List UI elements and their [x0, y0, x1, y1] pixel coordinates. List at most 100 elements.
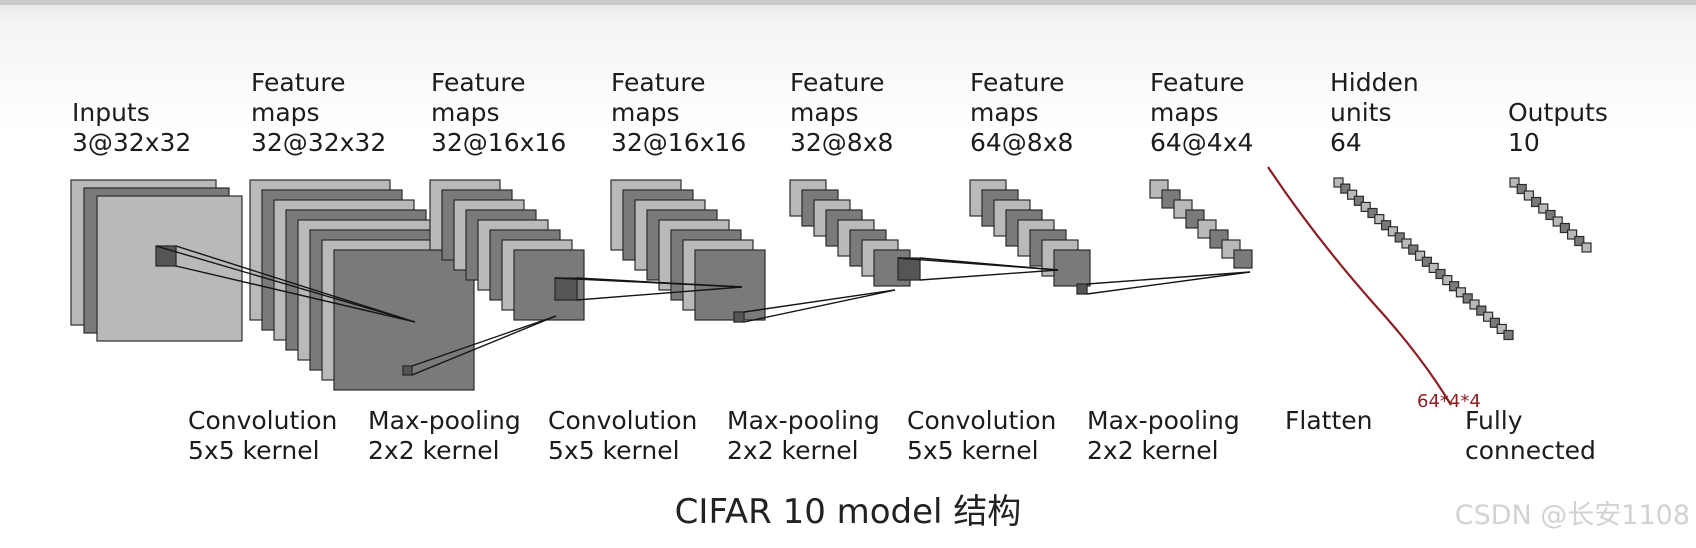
feature-map-plane — [1469, 299, 1480, 310]
feature-map-plane — [1442, 275, 1453, 286]
feature-map-plane — [1559, 222, 1571, 234]
stack-conv-3 — [969, 179, 1091, 287]
layer-title-line: 64 — [1330, 128, 1362, 157]
layer-title-line: maps — [611, 98, 680, 127]
feature-map-plane — [1360, 201, 1371, 212]
receptive-field-patch — [1076, 283, 1088, 295]
layer-title-line: Feature — [251, 68, 346, 97]
layer-title-line: Feature — [970, 68, 1065, 97]
kernel-projection-line — [743, 289, 896, 323]
layer-title-line: Outputs — [1508, 98, 1608, 127]
layer-title-line: Feature — [431, 68, 526, 97]
feature-map-plane — [1340, 183, 1351, 194]
kernel-connection-lines — [155, 245, 1251, 376]
layer-title-inputs: Inputs 3@32x32 — [72, 98, 191, 158]
flatten-size-annotation: 64*4*4 — [1417, 391, 1481, 412]
layer-title-line: maps — [1150, 98, 1219, 127]
op-label-max-pooling-2: Max-pooling 2x2 kernel — [727, 406, 880, 466]
feature-map-plane — [1387, 226, 1399, 237]
feature-map-plane — [1545, 209, 1556, 221]
feature-map-plane — [1566, 229, 1578, 240]
flatten-annotation-stroke — [1267, 166, 1452, 406]
feature-map-plane — [1401, 238, 1412, 249]
kernel-projection-line — [554, 277, 743, 288]
op-label-line: 5x5 kernel — [907, 436, 1039, 465]
layer-title-line: 10 — [1508, 128, 1540, 157]
op-label-max-pooling-3: Max-pooling 2x2 kernel — [1087, 406, 1240, 466]
figure-caption: CIFAR 10 model 结构 — [674, 492, 1022, 532]
layer-title-line: 3@32x32 — [72, 128, 192, 157]
stack-conv-1 — [249, 179, 475, 391]
receptive-field-patch — [733, 311, 745, 323]
window-top-edge — [0, 0, 1696, 5]
layer-title-feature-maps-5: Feature maps 64@8x8 — [970, 68, 1073, 158]
kernel-projection-line — [897, 257, 1059, 271]
op-label-line: Flatten — [1285, 406, 1373, 435]
feature-map-plane — [1503, 329, 1514, 341]
op-label-line: Max-pooling — [368, 406, 521, 435]
feature-map-plane — [1380, 220, 1392, 231]
kernel-projection-line — [1086, 271, 1251, 285]
op-label-max-pooling-1: Max-pooling 2x2 kernel — [368, 406, 521, 466]
feature-map-stacks — [70, 177, 1592, 391]
layer-title-line: maps — [431, 98, 500, 127]
layer-title-line: maps — [251, 98, 320, 127]
feature-map-plane — [96, 195, 243, 342]
feature-map-plane — [1353, 195, 1365, 206]
stack-pool-3 — [1149, 179, 1253, 269]
op-label-line: connected — [1465, 436, 1596, 465]
layer-title-outputs: Outputs 10 — [1508, 98, 1608, 158]
feature-map-plane — [1496, 323, 1507, 334]
op-label-line: Max-pooling — [1087, 406, 1240, 435]
op-label-line: Fully — [1465, 406, 1523, 435]
op-label-line: Convolution — [188, 406, 338, 435]
stack-pool-2 — [789, 179, 911, 287]
feature-map-plane — [1367, 207, 1378, 219]
layer-title-feature-maps-1: Feature maps 32@32x32 — [251, 68, 386, 158]
feature-map-plane — [1538, 203, 1549, 214]
feature-map-plane — [1435, 268, 1446, 280]
feature-map-plane — [1523, 190, 1535, 201]
kernel-projection-line — [175, 265, 416, 323]
stack-hidden-units — [1333, 177, 1514, 341]
kernel-projection-line — [1086, 271, 1251, 295]
layer-title-line: units — [1330, 98, 1392, 127]
feature-map-plane — [1462, 293, 1473, 304]
layer-title-line: Feature — [790, 68, 885, 97]
feature-map-plane — [1408, 244, 1419, 255]
feature-map-plane — [1421, 256, 1433, 267]
layer-title-feature-maps-4: Feature maps 32@8x8 — [790, 68, 893, 158]
feature-map-plane — [1489, 317, 1501, 328]
layer-title-line: 64@4x4 — [1150, 128, 1254, 157]
op-label-line: 2x2 kernel — [368, 436, 500, 465]
layer-title-feature-maps-6: Feature maps 64@4x4 — [1150, 68, 1253, 158]
kernel-projection-line — [175, 245, 416, 323]
layer-title-line: Feature — [1150, 68, 1245, 97]
receptive-field-patch — [402, 365, 413, 376]
op-label-line: 5x5 kernel — [548, 436, 680, 465]
feature-map-plane — [1448, 281, 1460, 292]
layer-title-line: Feature — [611, 68, 706, 97]
receptive-field-patch — [554, 277, 578, 301]
layer-title-line: 32@16x16 — [431, 128, 567, 157]
kernel-projection-line — [411, 315, 557, 376]
stack-conv-2 — [610, 179, 766, 321]
feature-map-plane — [1516, 183, 1527, 195]
op-label-convolution-1: Convolution 5x5 kernel — [188, 406, 337, 466]
feature-map-plane — [1581, 242, 1592, 253]
csdn-watermark: CSDN @长安1108 — [1454, 500, 1690, 531]
feature-map-plane — [1482, 311, 1494, 322]
op-label-convolution-2: Convolution 5x5 kernel — [548, 406, 697, 466]
stack-outputs — [1509, 177, 1592, 253]
feature-map-plane — [1530, 196, 1542, 208]
feature-map-plane — [1233, 249, 1253, 269]
op-label-line: Convolution — [907, 406, 1057, 435]
op-label-convolution-3: Convolution 5x5 kernel — [907, 406, 1056, 466]
layer-title-line: 32@8x8 — [790, 128, 894, 157]
feature-map-plane — [1414, 250, 1426, 261]
layer-title-feature-maps-3: Feature maps 32@16x16 — [611, 68, 746, 158]
layer-title-line: 64@8x8 — [970, 128, 1074, 157]
layer-title-line: 32@32x32 — [251, 128, 387, 157]
